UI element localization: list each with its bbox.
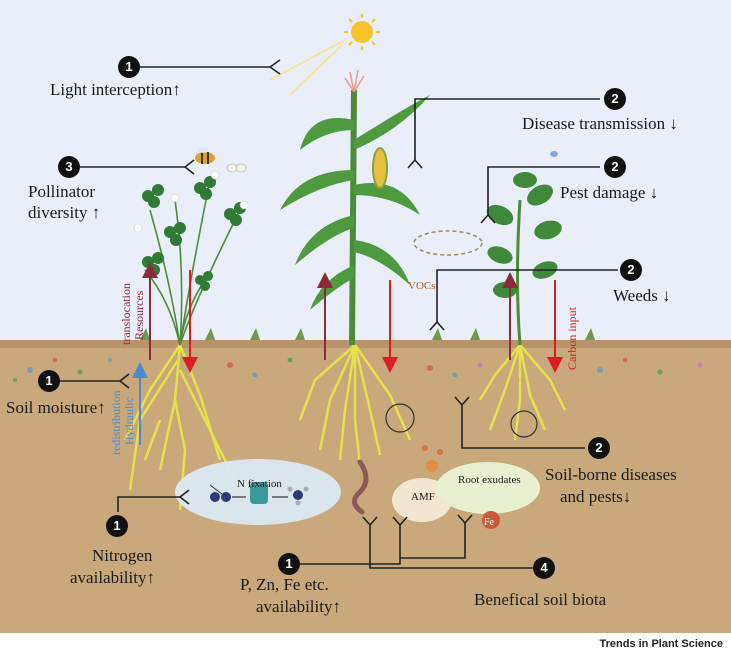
label-pest-damage: Pest damage ↓ (560, 183, 659, 202)
root-exudates-bubble (436, 462, 540, 514)
label-root-exudates: Root exudates (458, 474, 521, 486)
connector-lines (60, 59, 618, 569)
badge-pzn: 1 (278, 553, 300, 575)
bee-icon (195, 147, 215, 164)
badge-weeds: 2 (620, 259, 642, 281)
label-pollinator-2: diversity ↑ (28, 203, 101, 222)
badge-light-interception: 1 (118, 56, 140, 78)
label-light-interception: Light interception↑ (50, 80, 181, 99)
label-weeds: Weeds ↓ (613, 286, 671, 305)
badge-soil-moisture: 1 (38, 370, 60, 392)
n-fixation-molecules (210, 482, 309, 506)
label-soil-moisture: Soil moisture↑ (6, 398, 106, 417)
label-carbon-input: Carbon input (565, 307, 579, 370)
clover-plant (133, 170, 249, 346)
badge-pest-damage: 2 (604, 156, 626, 178)
soybean-roots (478, 344, 567, 441)
label-soil-borne-1: Soil-borne diseases (545, 465, 677, 484)
phosphorus-icon (426, 460, 438, 472)
earthworm-icon (352, 459, 369, 515)
label-disease-transmission: Disease transmission ↓ (522, 114, 678, 133)
badge-disease-transmission: 2 (604, 88, 626, 110)
badge-nitrogen: 1 (106, 515, 128, 537)
label-beneficial-biota: Benefical soil biota (474, 590, 607, 609)
insect-pest-icon (550, 151, 558, 157)
label-resources-1: Resources (132, 290, 146, 340)
label-fe: Fe (484, 517, 494, 528)
vocs-cloud (413, 230, 483, 256)
label-pollinator-1: Pollinator (28, 182, 96, 201)
flux-arrows (132, 262, 563, 445)
soil-microbes (13, 357, 703, 382)
label-nitrogen-1: Nitrogen (92, 546, 153, 565)
label-vocs: VOCs (408, 280, 436, 292)
label-pzn-2: availability↑ (256, 597, 341, 616)
badge-soil-borne: 2 (588, 437, 610, 459)
label-hydraulic-1: Hydraulic (122, 397, 136, 445)
label-amf: AMF (411, 491, 435, 503)
label-soil-borne-2: and pests↓ (560, 487, 632, 506)
butterfly-icon (226, 163, 247, 173)
magnifier-circle (510, 410, 538, 438)
label-nitrogen-2: availability↑ (70, 568, 155, 587)
badge-beneficial-biota: 4 (533, 557, 555, 579)
badge-pollinator-diversity: 3 (58, 156, 80, 178)
label-pzn-1: P, Zn, Fe etc. (240, 575, 329, 594)
magnifier-circle (385, 403, 415, 433)
label-hydraulic-2: redistribution (109, 390, 123, 455)
label-n-fixation: N fixation (237, 478, 282, 490)
weed-seedlings (140, 328, 595, 340)
label-resources-2: translocation (119, 283, 133, 345)
fe-bubble (482, 511, 500, 529)
maize-plant (280, 69, 430, 346)
sun-icon (269, 14, 380, 96)
footer-journal: Trends in Plant Science (599, 638, 724, 650)
maize-roots (298, 344, 412, 466)
